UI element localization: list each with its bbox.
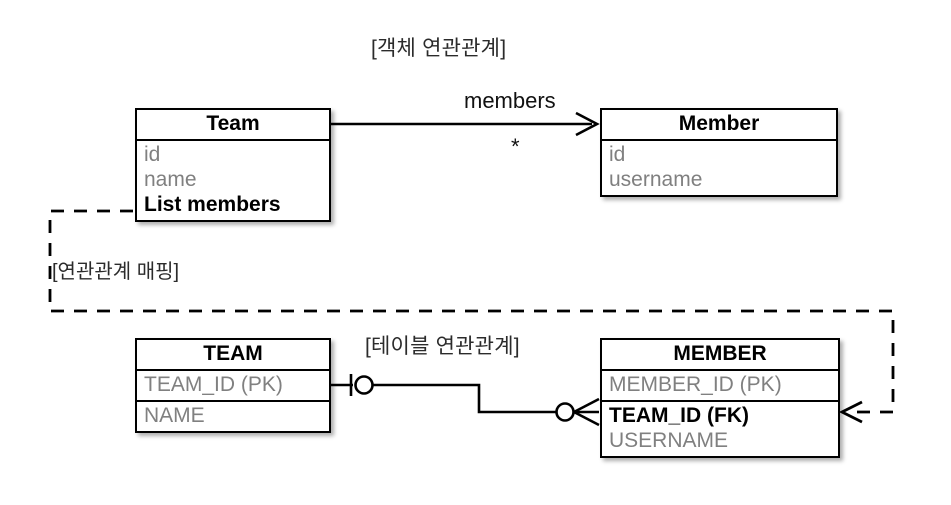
association-multiplicity: * [511,134,520,159]
column-member-team-id-fk: TEAM_ID (FK) [609,404,749,427]
table-box-team: TEAM TEAM_ID (PK) NAME [135,338,331,433]
table-box-member: MEMBER MEMBER_ID (PK) TEAM_ID (FK) USERN… [600,338,840,458]
class-box-member-title: Member [602,110,836,141]
column-team-name: NAME [144,404,205,427]
table-box-team-title: TEAM [137,340,329,371]
class-box-team: Team id name List members [135,108,331,222]
column-team-team-id: TEAM_ID (PK) [137,371,329,402]
field-member-id: id [609,143,626,166]
er-relationship-connector [331,374,600,427]
field-member-username: username [609,168,703,191]
column-member-member-id: MEMBER_ID (PK) [602,371,838,402]
column-group-member-fk: TEAM_ID (FK) USERNAME [602,402,838,456]
field-team-name: name [144,168,197,191]
table-box-member-title: MEMBER [602,340,838,371]
association-arrow-team-member [331,111,600,137]
class-box-team-title: Team [137,110,329,141]
table-section-title: [테이블 연관관계] [365,335,520,358]
field-team-id: id [144,143,161,166]
association-label-members: members [464,88,556,113]
column-member-username: USERNAME [609,429,729,452]
mapping-annotation-label: [연관관계 매핑] [52,261,180,283]
mapping-arrowhead [838,400,863,424]
class-box-team-fields: id name List members [137,141,329,220]
field-team-list-members: List members [144,193,281,216]
object-section-title: [객체 연관관계] [371,37,507,60]
class-box-member-fields: id username [602,141,836,195]
class-box-member: Member id username [600,108,838,197]
